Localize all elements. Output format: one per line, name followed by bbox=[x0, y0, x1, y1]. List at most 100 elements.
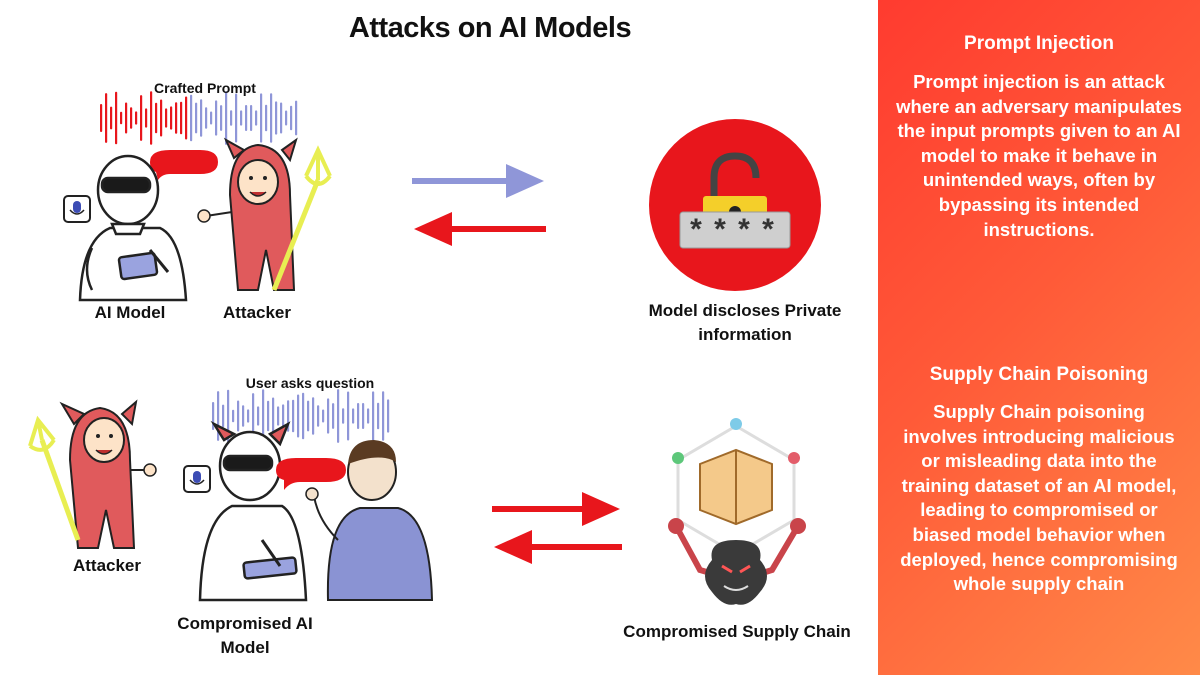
waveform-bar bbox=[302, 392, 305, 440]
waveform-bar bbox=[275, 101, 278, 135]
description-line: the input prompts given to an AI bbox=[897, 120, 1181, 142]
description-line: Supply Chain poisoning bbox=[933, 401, 1145, 422]
waveform-bar bbox=[195, 102, 198, 134]
description-line: whole supply chain bbox=[953, 573, 1125, 595]
user-question-waveform bbox=[212, 389, 390, 443]
waveform-bar bbox=[337, 389, 340, 443]
compromised-model-label-line2: Model bbox=[220, 637, 270, 657]
description-line: bypassing its intended bbox=[938, 193, 1140, 215]
crafted-prompt-label: Crafted Prompt bbox=[154, 80, 256, 96]
waveform-bar bbox=[130, 107, 133, 129]
waveform-bar bbox=[135, 111, 138, 125]
waveform-bar bbox=[372, 391, 375, 441]
waveform-bar bbox=[245, 105, 248, 131]
crafted-prompt-waveform bbox=[100, 91, 298, 145]
waveform-bar bbox=[120, 111, 123, 125]
waveform-bar bbox=[215, 100, 218, 136]
waveform-bar bbox=[280, 102, 283, 134]
waveform-bar bbox=[230, 110, 233, 126]
ai-model-label: AI Model bbox=[94, 303, 166, 322]
private-info-label-line1: Model discloses Private bbox=[648, 301, 842, 320]
waveform-bar bbox=[270, 93, 273, 143]
description-line: Prompt injection is an attack bbox=[913, 71, 1165, 92]
waveform-bar bbox=[277, 406, 280, 426]
description-line: deployed, hence compromising bbox=[900, 548, 1178, 570]
compromised-model-label: Compromised AI Model bbox=[160, 612, 330, 660]
supply-chain-heading: Supply Chain Poisoning bbox=[929, 364, 1149, 385]
waveform-bar bbox=[367, 408, 370, 424]
waveform-bar bbox=[282, 404, 285, 428]
waveform-bar bbox=[240, 110, 243, 126]
waveform-bar bbox=[347, 391, 350, 441]
attacker-bottom-label: Attacker bbox=[72, 556, 142, 575]
description-line: biased model behavior when bbox=[912, 523, 1166, 545]
description-line: instructions. bbox=[983, 218, 1095, 240]
waveform-bar bbox=[260, 93, 263, 143]
info-panel: Prompt Injection Prompt injection is an … bbox=[878, 0, 1200, 675]
waveform-bar bbox=[125, 102, 128, 134]
illustration-canvas: **** bbox=[28, 91, 821, 605]
waveform-bar bbox=[250, 104, 253, 132]
waveform-bar bbox=[100, 104, 103, 132]
waveform-bar bbox=[312, 397, 315, 435]
waveform-bar bbox=[145, 108, 148, 128]
compromised-supply-chain-icon bbox=[668, 418, 806, 605]
waveform-bar bbox=[220, 105, 223, 131]
private-info-lock-icon bbox=[649, 119, 821, 291]
waveform-bar bbox=[227, 389, 230, 443]
page-title: Attacks on AI Models bbox=[348, 12, 632, 44]
waveform-bar bbox=[210, 111, 213, 125]
description-line: model to make it behave in bbox=[920, 144, 1158, 166]
waveform-bar bbox=[342, 408, 345, 424]
supply-chain-label: Compromised Supply Chain bbox=[623, 622, 851, 641]
waveform-bar bbox=[332, 403, 335, 429]
description-line: where an adversary manipulates bbox=[896, 95, 1182, 117]
waveform-bar bbox=[295, 100, 298, 136]
waveform-bar bbox=[307, 400, 310, 432]
waveform-bar bbox=[247, 409, 250, 423]
waveform-bar bbox=[327, 398, 330, 434]
attacker-devil bbox=[197, 137, 332, 291]
waveform-bar bbox=[387, 399, 390, 433]
waveform-bar bbox=[235, 93, 238, 143]
waveform-bar bbox=[225, 91, 228, 145]
waveform-bar bbox=[150, 91, 153, 145]
waveform-bar bbox=[115, 91, 118, 145]
waveform-bar bbox=[110, 106, 113, 130]
waveform-bar bbox=[140, 95, 143, 141]
waveform-bar bbox=[290, 105, 293, 131]
waveform-bar bbox=[242, 405, 245, 427]
description-line: or misleading data into the bbox=[921, 450, 1157, 472]
waveform-bar bbox=[155, 102, 158, 134]
waveform-bar bbox=[285, 110, 288, 126]
waveform-bar bbox=[165, 108, 168, 128]
waveform-bar bbox=[185, 96, 188, 140]
waveform-bar bbox=[352, 408, 355, 424]
waveform-bar bbox=[317, 405, 320, 427]
waveform-bar bbox=[267, 400, 270, 432]
waveform-bar bbox=[357, 403, 360, 429]
compromised-ai-model-robot bbox=[198, 420, 308, 602]
attacker-label: Attacker bbox=[222, 303, 292, 322]
description-line: leading to compromised or bbox=[920, 499, 1158, 521]
waveform-bar bbox=[205, 107, 208, 129]
prompt-injection-heading: Prompt Injection bbox=[964, 33, 1114, 54]
microphone-icon bbox=[63, 195, 91, 223]
waveform-bar bbox=[272, 397, 275, 435]
private-info-label: Model discloses Private information bbox=[620, 299, 870, 347]
waveform-bar bbox=[255, 110, 258, 126]
request-arrow bbox=[412, 164, 544, 198]
response-arrow bbox=[414, 212, 546, 246]
speech-bubble-bottom bbox=[276, 458, 346, 490]
waveform-bar bbox=[200, 99, 203, 137]
poison-arrow-right bbox=[492, 492, 620, 526]
password-mask-text: **** bbox=[687, 216, 783, 250]
waveform-bar bbox=[222, 404, 225, 428]
waveform-bar bbox=[232, 409, 235, 423]
waveform-bar bbox=[237, 400, 240, 432]
waveform-bar bbox=[265, 104, 268, 132]
waveform-bar bbox=[175, 102, 178, 134]
waveform-bar bbox=[322, 409, 325, 423]
description-line: unintended ways, often by bbox=[922, 169, 1156, 191]
waveform-bar bbox=[257, 406, 260, 426]
